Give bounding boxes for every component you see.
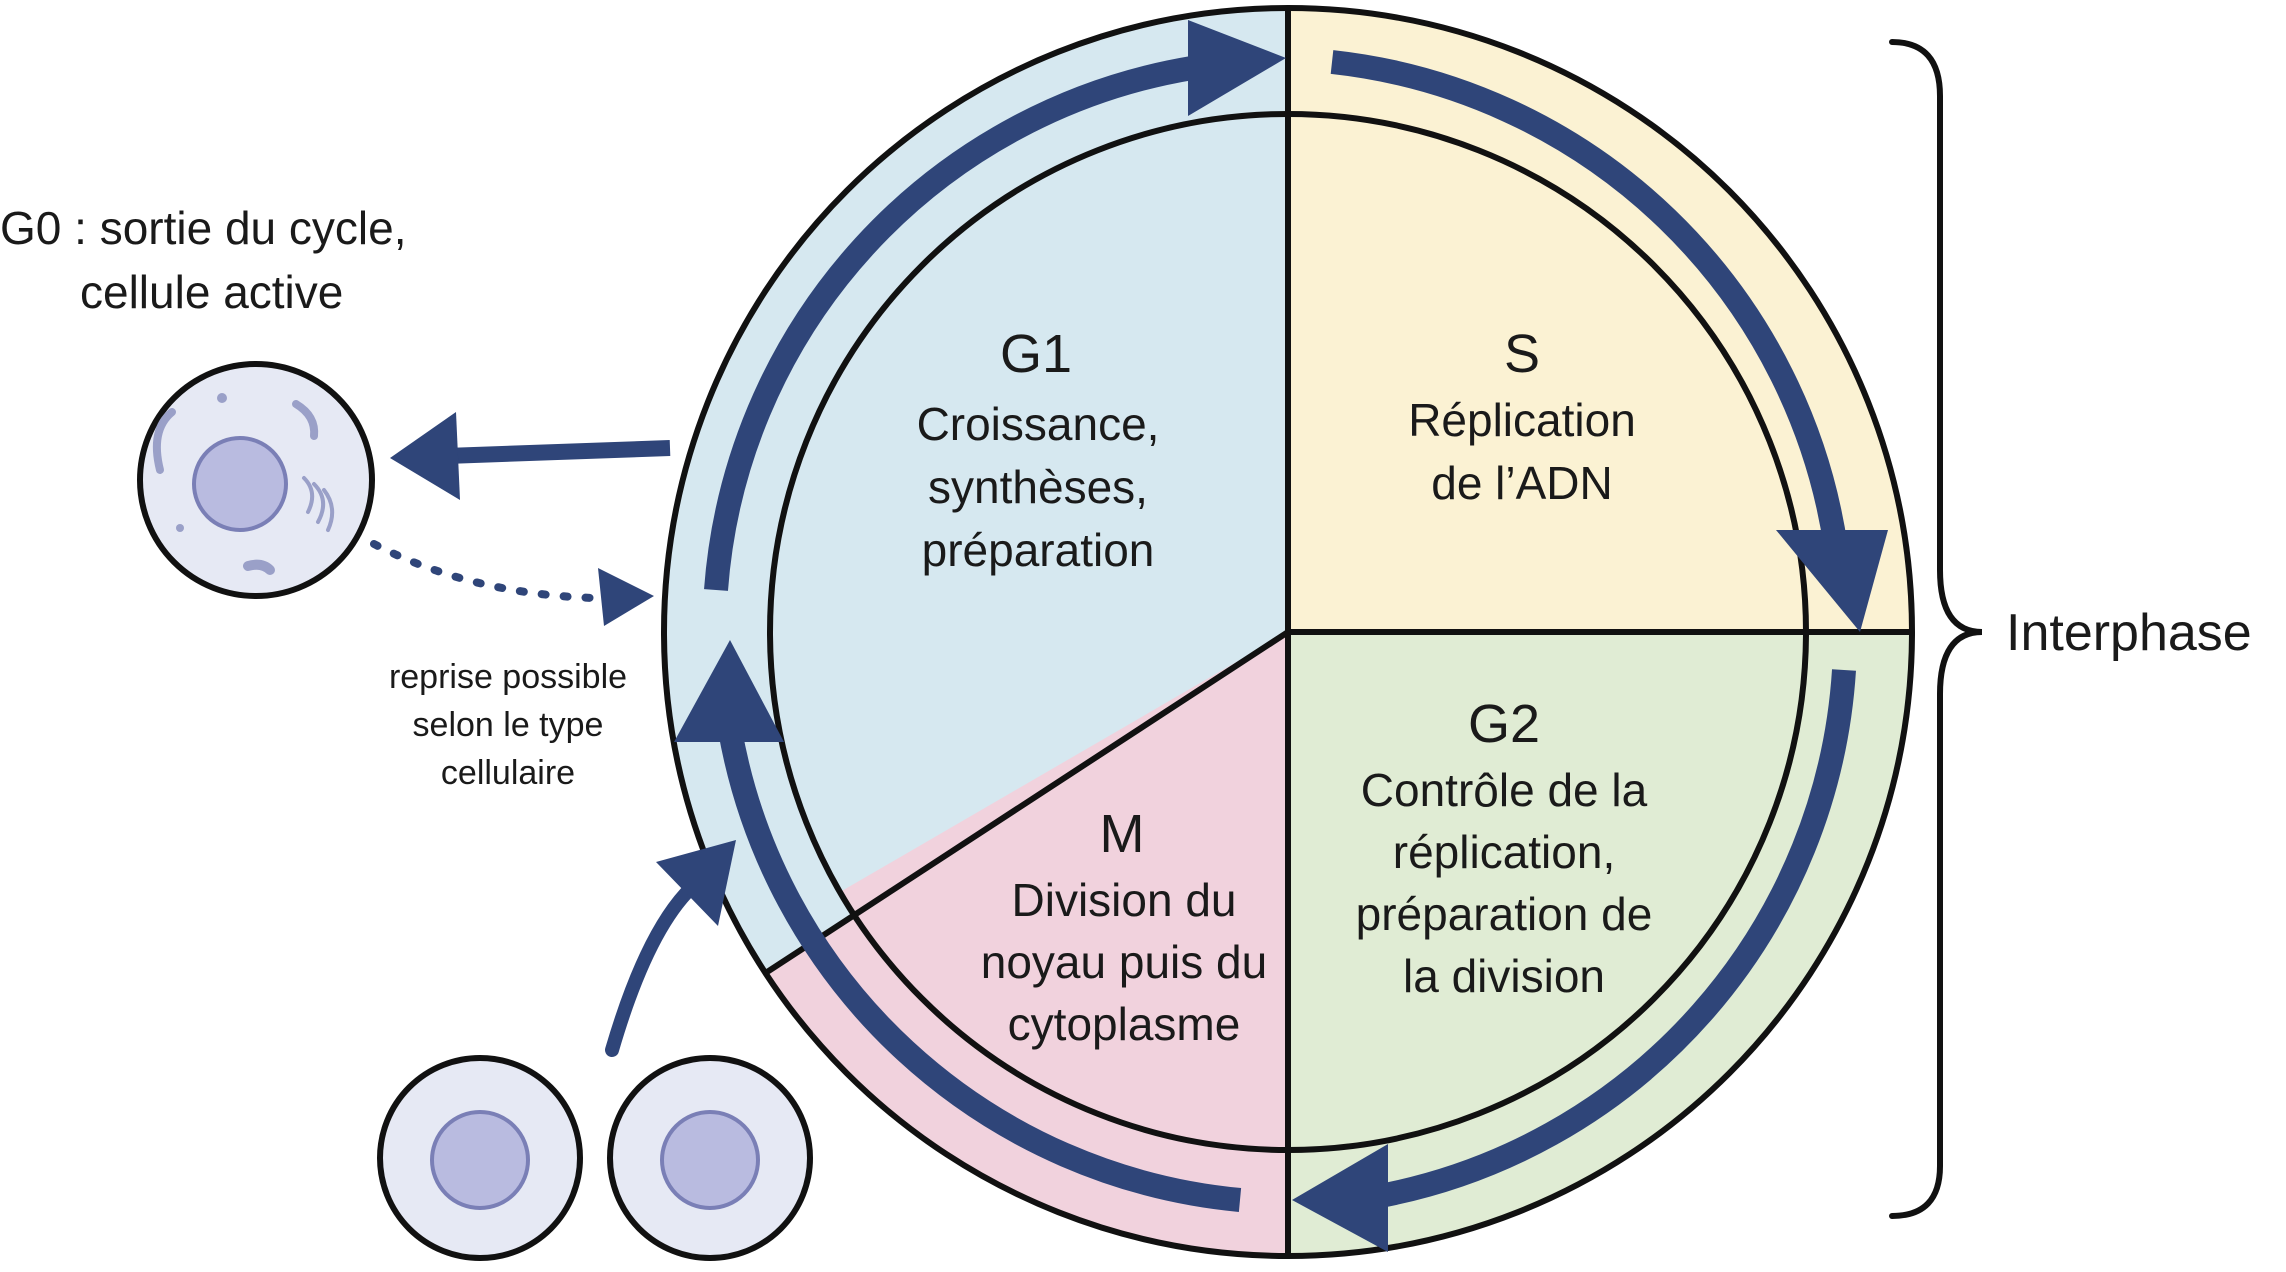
phase-m-line-1: Division du [1012,874,1237,926]
sector-m [840,632,1288,1150]
resume-line-3: cellulaire [441,754,575,792]
arrowhead-m-to-g1 [674,640,784,742]
arrow-resume-dotted [370,540,654,626]
arrowhead-g1-to-s [1188,20,1286,116]
arrow-g2-to-m [1377,669,1856,1208]
arrow-m-to-g1 [718,727,1242,1212]
arrowhead-s-to-g2 [1776,530,1888,632]
daughter-cells [377,840,813,1261]
phase-g2-line-1: Contrôle de la [1361,764,1648,816]
phase-g2-name: G2 [1468,694,1540,754]
arrow-s-to-g2 [1330,50,1848,550]
phase-g1-line-1: Croissance, [917,398,1160,450]
interphase-label: Interphase [2006,604,2252,662]
phase-g2-line-2: réplication, [1393,826,1615,878]
cycle-arrows [704,50,1856,1212]
arrowhead-g2-to-m [1292,1144,1388,1252]
phase-m-line-3: cytoplasme [1008,998,1241,1050]
daughter-cell-icon-2 [607,1055,813,1261]
g0-line-1: G0 : sortie du cycle, [0,202,407,254]
phase-s-label: S Réplication de l’ADN [1408,324,1636,509]
phase-g1-label: G1 Croissance, synthèses, préparation [917,324,1160,576]
phase-g1-name: G1 [1000,324,1072,384]
arrow-g1-to-s [704,56,1194,591]
sector-g1 [770,114,1288,892]
phase-g2-label: G2 Contrôle de la réplication, préparati… [1356,694,1653,1002]
arrow-to-g0 [390,412,671,500]
arrow-daughters-to-g1 [605,840,736,1057]
phase-g1-line-3: préparation [922,524,1155,576]
resume-line-2: selon le type [413,706,604,744]
resume-line-1: reprise possible [389,658,627,696]
daughter-cell-icon-1 [377,1055,583,1261]
g0-section: G0 : sortie du cycle, cellule active rep… [0,202,671,792]
interphase-brace: Interphase [1889,39,2252,1219]
phase-g2-line-4: la division [1403,950,1605,1002]
phase-g1-line-2: synthèses, [928,461,1148,513]
outlines [661,5,1915,1259]
phase-m-line-2: noyau puis du [981,936,1267,988]
phase-m-label: M Division du noyau puis du cytoplasme [981,804,1267,1050]
sector-s [1288,114,1806,632]
brace-icon [1889,39,1983,1219]
phase-m-name: M [1100,804,1145,864]
cycle-arrowheads [674,20,1888,1252]
phase-s-name: S [1504,324,1540,384]
sector-g2 [1288,632,1806,1150]
g0-line-2: cellule active [80,266,343,318]
phase-s-line-1: Réplication [1408,394,1636,446]
inner-circle [770,114,1806,1150]
resume-text: reprise possible selon le type cellulair… [389,658,627,792]
divider-g1-m [762,629,1290,977]
phase-g2-line-3: préparation de [1356,888,1653,940]
g0-cell-icon [137,361,375,599]
phase-s-line-2: de l’ADN [1431,457,1613,509]
